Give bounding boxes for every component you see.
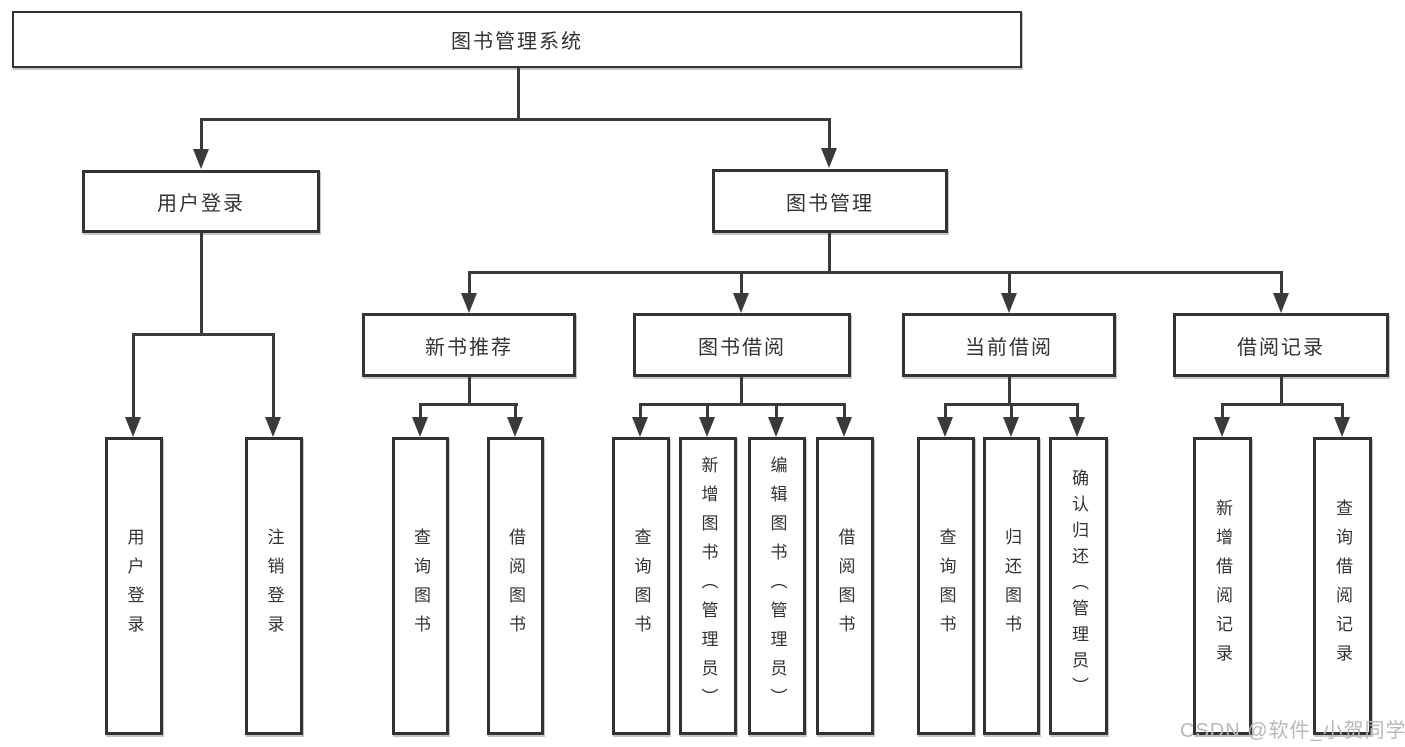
- node-label: 图书管理: [786, 192, 874, 215]
- node-label: 新增图书（管理员）: [698, 455, 718, 717]
- arrowhead-down-icon: [265, 417, 281, 437]
- arrowhead-down-icon: [836, 417, 852, 437]
- arrowhead-down-icon: [1273, 293, 1289, 313]
- connector-line: [1010, 403, 1013, 420]
- connector-line: [843, 403, 846, 420]
- connector-line: [468, 377, 471, 406]
- connector-line: [272, 333, 275, 419]
- node-label: 新书推荐: [425, 336, 513, 359]
- connector-line: [517, 68, 520, 120]
- connector-line: [1280, 377, 1283, 406]
- arrowhead-down-icon: [412, 417, 428, 437]
- node-label: 图书管理系统: [451, 31, 583, 53]
- node-current-borrowing: 当前借阅: [902, 313, 1116, 377]
- connector-line: [200, 233, 203, 336]
- arrowhead-down-icon: [1069, 417, 1085, 437]
- connector-line: [200, 118, 203, 152]
- connector-line: [740, 271, 743, 297]
- node-label: 借阅记录: [1237, 336, 1325, 359]
- connector-line: [639, 403, 642, 420]
- node-label: 用户登录: [124, 528, 144, 644]
- leaf-current-query-books: 查询图书: [917, 437, 975, 735]
- node-label: 查询图书: [411, 528, 430, 644]
- connector-line: [828, 233, 831, 274]
- connector-line: [132, 333, 275, 336]
- leaf-confirm-return-admin: 确认归还（管理员）: [1049, 437, 1108, 735]
- leaf-add-book-admin: 新增图书（管理员）: [679, 437, 737, 735]
- arrowhead-down-icon: [632, 417, 648, 437]
- connector-line: [1008, 271, 1011, 297]
- arrowhead-down-icon: [821, 148, 837, 168]
- leaf-recommend-query-books: 查询图书: [392, 437, 449, 735]
- connector-line: [1341, 403, 1344, 420]
- node-label: 当前借阅: [965, 336, 1053, 359]
- leaf-logout: 注销登录: [245, 437, 303, 735]
- connector-line: [468, 271, 471, 297]
- connector-line: [706, 403, 709, 420]
- node-borrowing-records: 借阅记录: [1173, 313, 1389, 377]
- connector-line: [828, 118, 831, 152]
- node-label: 查询借阅记录: [1333, 499, 1352, 673]
- node-label: 注销登录: [264, 528, 284, 644]
- connector-line: [514, 403, 517, 420]
- arrowhead-down-icon: [937, 417, 953, 437]
- arrowhead-down-icon: [193, 149, 209, 169]
- leaf-add-borrow-record: 新增借阅记录: [1193, 437, 1252, 735]
- connector-line: [1076, 403, 1079, 420]
- node-label: 图书借阅: [698, 336, 786, 359]
- leaf-user-login: 用户登录: [105, 437, 163, 735]
- leaf-borrowing-query-books: 查询图书: [612, 437, 670, 735]
- connector-line: [200, 118, 831, 121]
- arrowhead-down-icon: [125, 417, 141, 437]
- leaf-borrowing-borrow-books: 借阅图书: [816, 437, 874, 735]
- node-book-management: 图书管理: [712, 169, 948, 233]
- node-label: 归还图书: [1002, 528, 1021, 644]
- node-label: 查询图书: [631, 528, 651, 644]
- arrowhead-down-icon: [507, 417, 523, 437]
- connector-line: [132, 333, 135, 419]
- node-label: 查询图书: [936, 528, 956, 644]
- connector-line: [1280, 271, 1283, 297]
- connector-line: [419, 403, 518, 406]
- node-label: 编辑图书（管理员）: [767, 455, 787, 717]
- connector-line: [419, 403, 422, 420]
- connector-line: [740, 377, 743, 406]
- arrowhead-down-icon: [733, 293, 749, 313]
- node-new-book-recommendation: 新书推荐: [362, 313, 576, 377]
- arrowhead-down-icon: [768, 417, 784, 437]
- node-label: 新增借阅记录: [1213, 499, 1232, 673]
- node-root: 图书管理系统: [12, 11, 1022, 68]
- leaf-recommend-borrow-books: 借阅图书: [487, 437, 544, 735]
- arrowhead-down-icon: [1214, 417, 1230, 437]
- watermark: CSDN @软件_小贺同学: [1180, 720, 1405, 742]
- connector-line: [639, 403, 846, 406]
- node-label: 借阅图书: [835, 528, 855, 644]
- arrowhead-down-icon: [1001, 293, 1017, 313]
- arrowhead-down-icon: [699, 417, 715, 437]
- connector-line: [1221, 403, 1224, 420]
- connector-line: [468, 271, 1283, 274]
- arrowhead-down-icon: [461, 293, 477, 313]
- arrowhead-down-icon: [1334, 417, 1350, 437]
- arrowhead-down-icon: [1003, 417, 1019, 437]
- connector-line: [1221, 403, 1344, 406]
- node-label: 确认归还（管理员）: [1069, 469, 1088, 703]
- node-label: 用户登录: [157, 193, 245, 215]
- node-book-borrowing: 图书借阅: [633, 313, 851, 377]
- node-label: 借阅图书: [506, 528, 525, 644]
- leaf-return-books: 归还图书: [983, 437, 1040, 735]
- connector-line: [1008, 377, 1011, 406]
- leaf-query-borrow-record: 查询借阅记录: [1313, 437, 1372, 735]
- connector-line: [944, 403, 947, 420]
- leaf-edit-book-admin: 编辑图书（管理员）: [748, 437, 806, 735]
- connector-line: [775, 403, 778, 420]
- node-user-login: 用户登录: [82, 170, 320, 233]
